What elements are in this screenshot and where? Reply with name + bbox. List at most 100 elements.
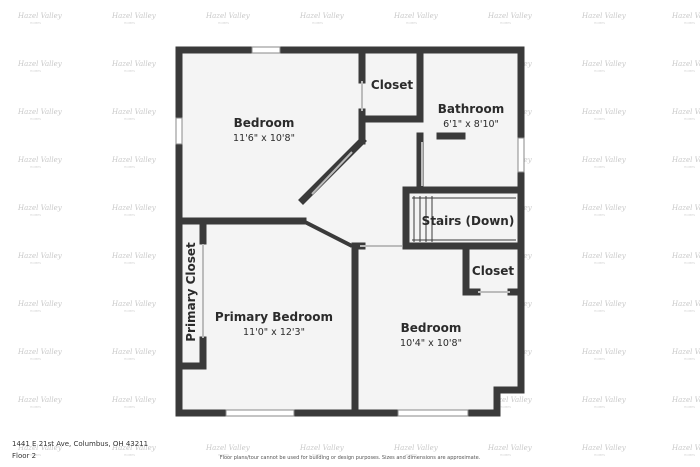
- watermark-sub: HOMES: [124, 405, 135, 409]
- watermark-sub: HOMES: [124, 21, 135, 25]
- watermark-brand: Hazel Valley: [671, 348, 700, 356]
- bedroom-lower-right-name: Bedroom: [401, 321, 462, 335]
- watermark-sub: HOMES: [684, 117, 695, 121]
- watermark-brand: Hazel Valley: [17, 12, 63, 20]
- watermark-sub: HOMES: [30, 117, 41, 121]
- bedroom-upper-left-dims: 11'6" x 10'8": [233, 133, 295, 144]
- watermark-brand: Hazel Valley: [671, 252, 700, 260]
- watermark-sub: HOMES: [684, 165, 695, 169]
- watermark-sub: HOMES: [684, 357, 695, 361]
- watermark-sub: HOMES: [594, 357, 605, 361]
- watermark-sub: HOMES: [684, 213, 695, 217]
- primary-bedroom-name: Primary Bedroom: [215, 310, 333, 324]
- watermark-brand: Hazel Valley: [671, 108, 700, 116]
- watermark-sub: HOMES: [124, 453, 135, 457]
- watermark-sub: HOMES: [594, 261, 605, 265]
- watermark-brand: Hazel Valley: [581, 204, 627, 212]
- watermark-sub: HOMES: [594, 117, 605, 121]
- watermark-sub: HOMES: [594, 69, 605, 73]
- watermark-brand: Hazel Valley: [393, 12, 439, 20]
- watermark-brand: Hazel Valley: [581, 156, 627, 164]
- watermark-sub: HOMES: [594, 165, 605, 169]
- watermark-brand: Hazel Valley: [581, 60, 627, 68]
- watermark-sub: HOMES: [124, 357, 135, 361]
- watermark-sub: HOMES: [30, 69, 41, 73]
- watermark-brand: Hazel Valley: [111, 156, 157, 164]
- watermark-sub: HOMES: [30, 357, 41, 361]
- watermark-brand: Hazel Valley: [17, 252, 63, 260]
- watermark-sub: HOMES: [124, 117, 135, 121]
- property-address: 1441 E 21st Ave, Columbus, OH 43211: [12, 440, 149, 448]
- watermark-brand: Hazel Valley: [17, 204, 63, 212]
- closet-top-name: Closet: [371, 78, 413, 92]
- closet-right-name: Closet: [472, 264, 514, 278]
- hall-walls: [302, 219, 353, 248]
- watermark-sub: HOMES: [594, 453, 605, 457]
- watermark-brand: Hazel Valley: [393, 444, 439, 452]
- watermark-sub: HOMES: [500, 21, 511, 25]
- watermark-sub: HOMES: [684, 309, 695, 313]
- watermark-brand: Hazel Valley: [111, 60, 157, 68]
- floor-area: [179, 50, 521, 413]
- bedroom-lower-right-dims: 10'4" x 10'8": [400, 338, 462, 349]
- watermark-sub: HOMES: [124, 309, 135, 313]
- watermark-brand: Hazel Valley: [17, 300, 63, 308]
- watermark-brand: Hazel Valley: [111, 300, 157, 308]
- watermark-brand: Hazel Valley: [17, 108, 63, 116]
- watermark-sub: HOMES: [684, 21, 695, 25]
- watermark-sub: HOMES: [30, 453, 41, 457]
- watermark-sub: HOMES: [312, 21, 323, 25]
- watermark-sub: HOMES: [594, 309, 605, 313]
- room-labels: Bedroom 11'6" x 10'8" Closet Bathroom 6'…: [184, 78, 514, 349]
- floor-label: Floor 2: [12, 452, 37, 460]
- watermark-sub: HOMES: [684, 453, 695, 457]
- watermark-sub: HOMES: [594, 213, 605, 217]
- watermark-brand: Hazel Valley: [205, 12, 251, 20]
- watermark-brand: Hazel Valley: [487, 12, 533, 20]
- watermark-brand: Hazel Valley: [17, 348, 63, 356]
- watermark-brand: Hazel Valley: [581, 300, 627, 308]
- watermark-sub: HOMES: [124, 69, 135, 73]
- door-openings: [202, 81, 510, 338]
- stairs-name: Stairs (Down): [422, 214, 515, 228]
- watermark-brand: Hazel Valley: [17, 60, 63, 68]
- watermark-brand: Hazel Valley: [487, 444, 533, 452]
- watermark-brand: Hazel Valley: [671, 444, 700, 452]
- watermark-sub: HOMES: [684, 261, 695, 265]
- watermark-brand: Hazel Valley: [111, 444, 157, 452]
- watermark-sub: HOMES: [594, 21, 605, 25]
- watermark-sub: HOMES: [124, 213, 135, 217]
- watermark-sub: HOMES: [124, 261, 135, 265]
- watermark-brand: Hazel Valley: [671, 396, 700, 404]
- watermark-brand: Hazel Valley: [581, 444, 627, 452]
- bathroom-dims: 6'1" x 8'10": [443, 119, 499, 130]
- watermark-sub: HOMES: [30, 21, 41, 25]
- watermark-brand: Hazel Valley: [671, 156, 700, 164]
- watermark-brand: Hazel Valley: [111, 396, 157, 404]
- watermark-brand: Hazel Valley: [111, 108, 157, 116]
- watermark-brand: Hazel Valley: [581, 396, 627, 404]
- watermark-brand: Hazel Valley: [581, 108, 627, 116]
- bathroom-name: Bathroom: [438, 102, 504, 116]
- watermark-brand: Hazel Valley: [671, 12, 700, 20]
- watermark-sub: HOMES: [312, 453, 323, 457]
- watermark-sub: HOMES: [30, 165, 41, 169]
- watermark-brand: Hazel Valley: [205, 444, 251, 452]
- watermark-brand: Hazel Valley: [671, 204, 700, 212]
- watermark-brand: Hazel Valley: [581, 252, 627, 260]
- watermark-sub: HOMES: [218, 21, 229, 25]
- watermark-sub: HOMES: [124, 165, 135, 169]
- watermark-sub: HOMES: [406, 453, 417, 457]
- watermark-sub: HOMES: [30, 405, 41, 409]
- watermark-brand: Hazel Valley: [581, 12, 627, 20]
- stair-treads: [412, 196, 516, 242]
- watermark-brand: Hazel Valley: [487, 396, 533, 404]
- disclaimer: Floor plans/tour cannot be used for buil…: [219, 455, 481, 461]
- watermark-sub: HOMES: [594, 405, 605, 409]
- windows: [175, 46, 525, 417]
- bedroom-upper-left-name: Bedroom: [234, 116, 295, 130]
- watermark-brand: Hazel Valley: [17, 156, 63, 164]
- watermark-brand: Hazel Valley: [111, 348, 157, 356]
- primary-closet-name: Primary Closet: [184, 242, 198, 342]
- watermark-sub: HOMES: [500, 405, 511, 409]
